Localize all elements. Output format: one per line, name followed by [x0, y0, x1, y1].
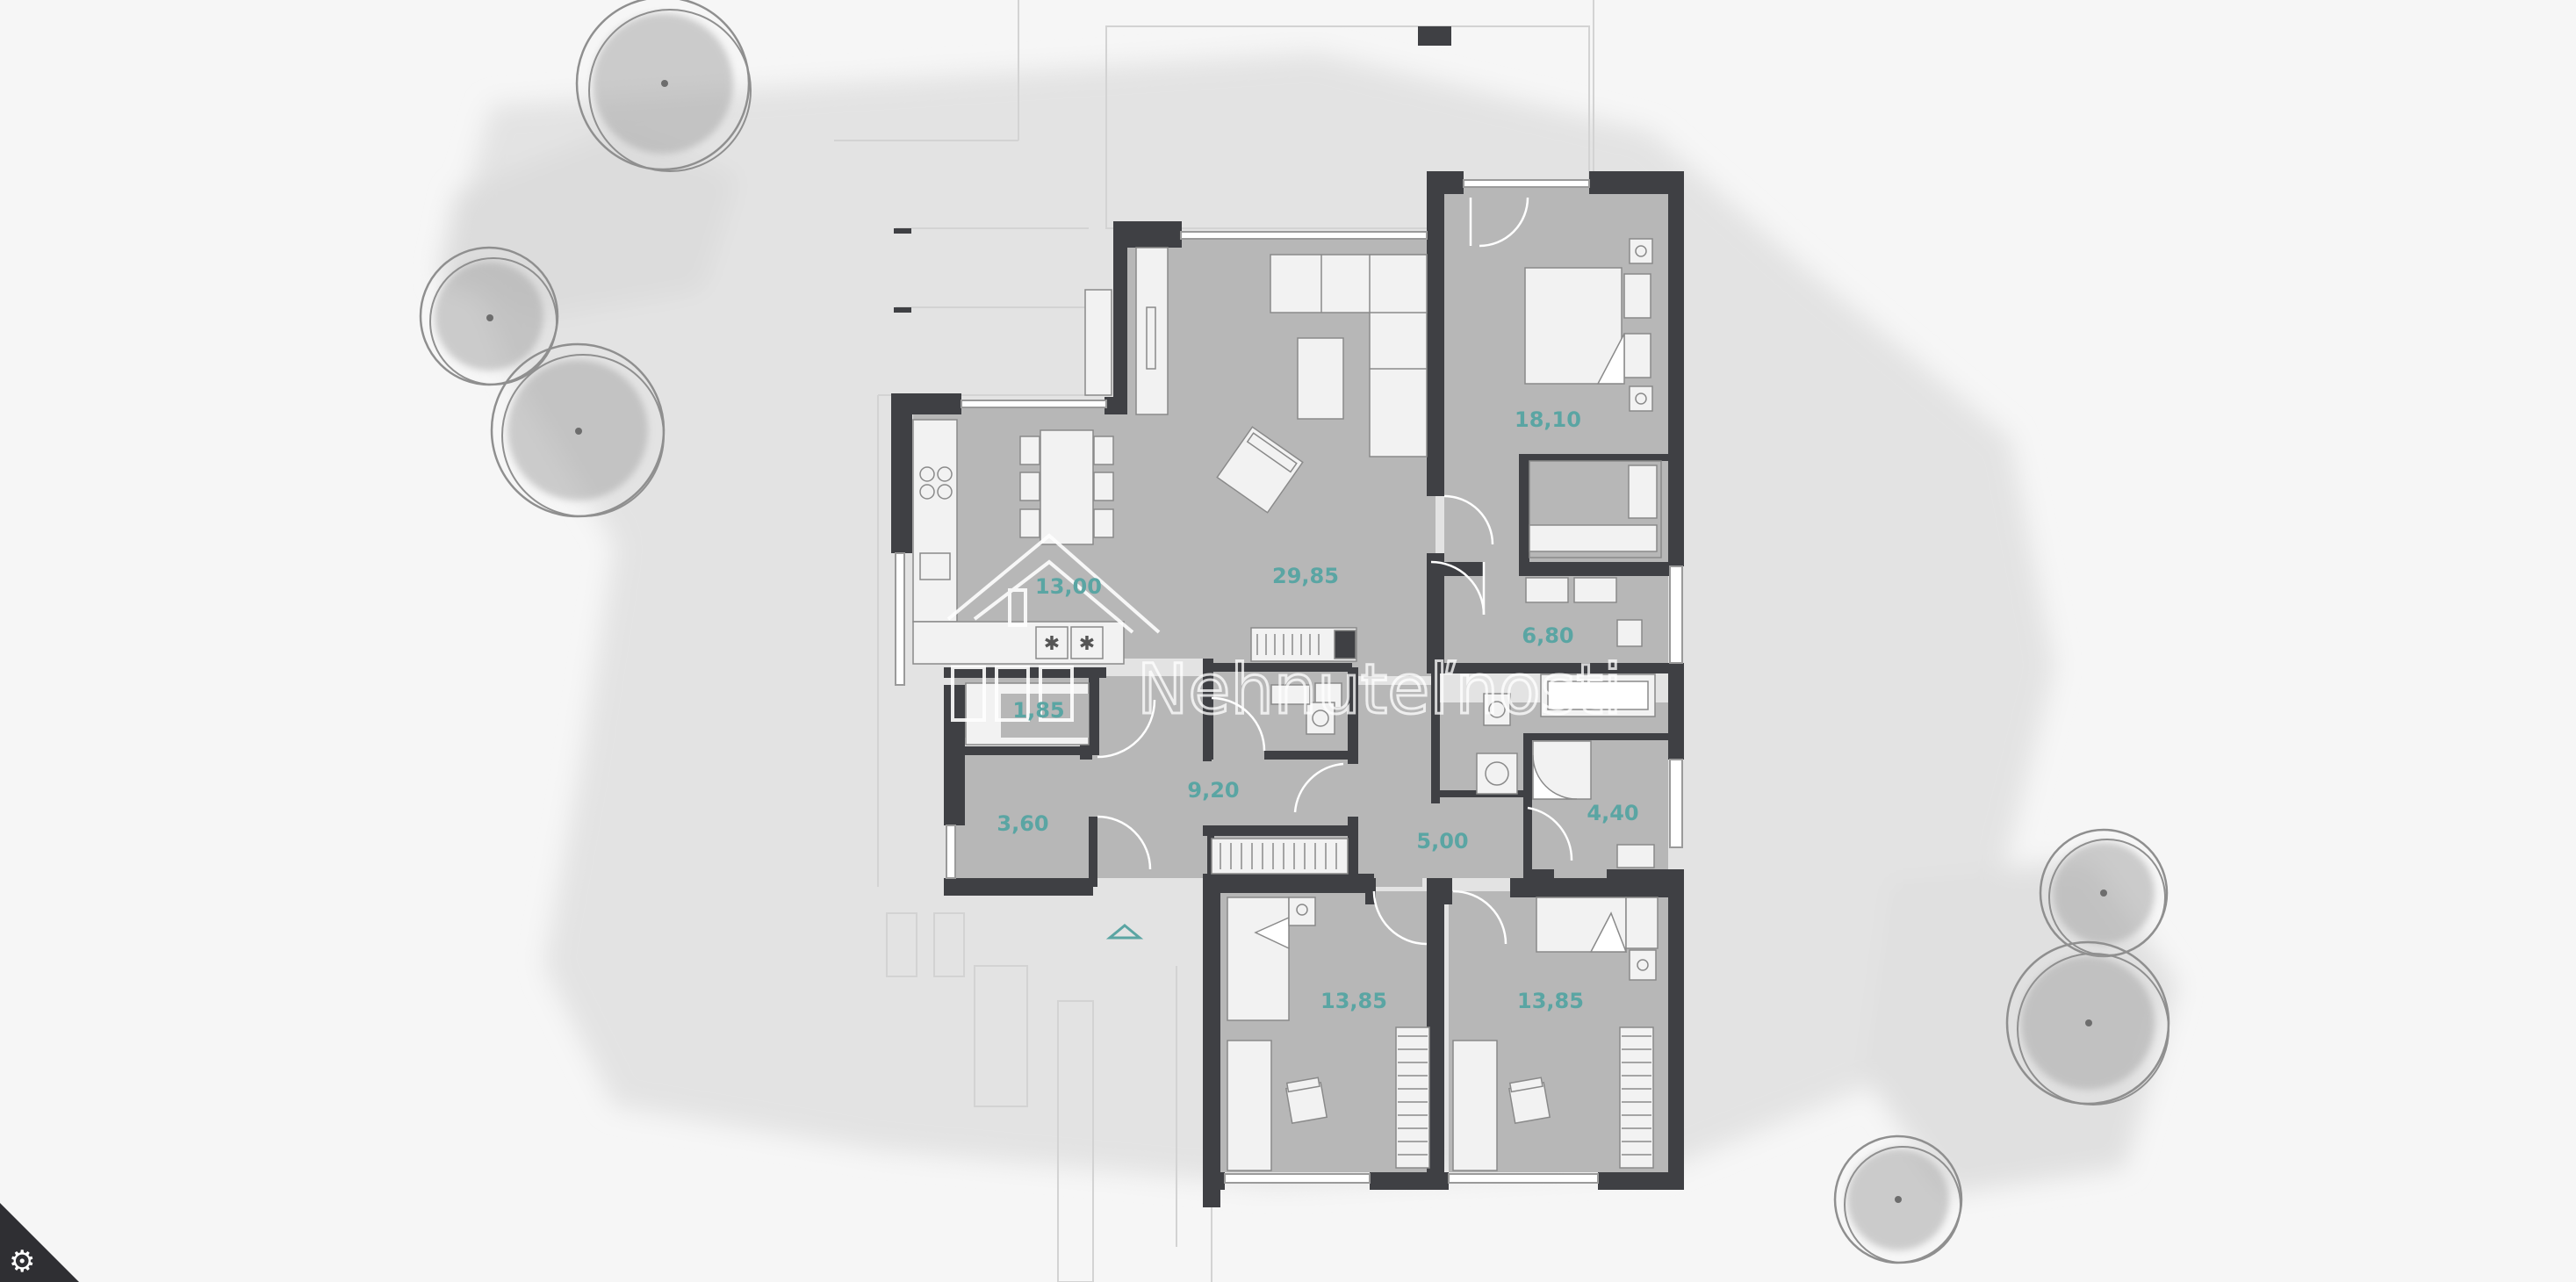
dining-table	[1019, 429, 1114, 545]
site-outline	[834, 0, 1594, 1282]
svg-text:✱: ✱	[1079, 633, 1095, 655]
room-area-kitchen: 13,00	[1035, 574, 1102, 599]
wall-east	[1668, 171, 1684, 566]
tree-bottom	[1833, 1134, 1963, 1264]
wall-living-east	[1427, 171, 1444, 496]
kitchen-counter: ✱ ✱	[912, 419, 1125, 665]
room-area-bedroom-master: 18,10	[1515, 407, 1581, 432]
watermark-text: Nehnuteľnosti	[1137, 651, 1623, 730]
tree-left-large	[490, 342, 666, 518]
terrace-posts	[894, 26, 1451, 313]
shower	[1532, 740, 1655, 868]
armchair	[1216, 426, 1304, 514]
windows	[895, 179, 1683, 1184]
sofa	[1270, 254, 1428, 457]
settings-button[interactable]: ⚙	[0, 1203, 79, 1282]
tree-top	[575, 0, 752, 172]
room-area-bedroom-right: 13,85	[1517, 989, 1584, 1013]
bedroom-left-furniture	[1227, 897, 1430, 1171]
walls	[891, 171, 1684, 1207]
wall-kitchen-west	[891, 393, 912, 553]
tree-right-large	[2005, 940, 2170, 1106]
master-bed	[1524, 238, 1653, 412]
room-area-shower-room: 4,40	[1587, 801, 1638, 825]
gear-icon: ⚙	[9, 1244, 36, 1279]
entrance-marker-icon	[1105, 924, 1144, 940]
watermark: Nehnuteľnosti	[946, 533, 1623, 731]
settings-corner	[0, 1203, 79, 1282]
master-wardrobe	[1529, 460, 1662, 558]
hallway-wardrobe	[1211, 838, 1349, 875]
room-area-corridor: 5,00	[1416, 829, 1468, 853]
room-area-storage: 3,60	[997, 811, 1048, 836]
bedroom-right-furniture	[1452, 897, 1659, 1171]
door-swings	[1097, 197, 1573, 946]
tree-right-small	[2039, 828, 2169, 958]
fireplace	[1250, 627, 1357, 662]
watermark-logo-icon	[946, 533, 1161, 722]
svg-text:✱: ✱	[1044, 633, 1060, 655]
trees	[419, 0, 2170, 1264]
coffee-table	[1297, 337, 1344, 420]
room-area-pantry: 1,85	[1012, 698, 1064, 723]
wall-south-left-bedroom	[1203, 1172, 1225, 1190]
wall-bedrooms-north	[1203, 874, 1374, 893]
room-labels: 29,85 13,00 18,10 6,80 1,85 9,20 3,60 5,…	[997, 407, 1638, 1013]
room-area-bathroom: 6,80	[1522, 623, 1573, 648]
furniture: ✱ ✱	[912, 238, 1662, 1171]
room-divider-unit	[1084, 247, 1169, 415]
room-area-bedroom-left: 13,85	[1320, 989, 1387, 1013]
room-area-hallway: 9,20	[1187, 778, 1239, 803]
bathroom-fixtures	[1270, 577, 1656, 795]
room-area-living: 29,85	[1272, 564, 1339, 588]
tree-left-small	[419, 246, 559, 386]
